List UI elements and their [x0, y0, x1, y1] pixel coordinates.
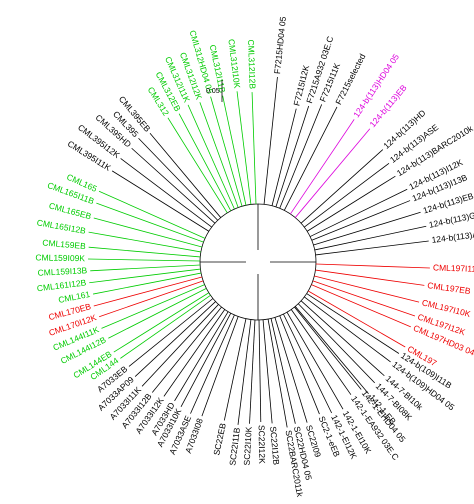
branch-19: [311, 284, 411, 328]
branch-57: [88, 258, 201, 262]
branch-75: [251, 92, 257, 205]
branch-39: [201, 316, 239, 417]
branch-31: [274, 317, 308, 423]
branch-70: [187, 104, 235, 210]
branch-55: [89, 268, 201, 284]
branch-26: [294, 306, 362, 390]
branch-35: [258, 319, 262, 422]
branch-46: [134, 301, 216, 377]
leaf-label: CML197I11K: [433, 262, 474, 274]
branch-74: [236, 91, 252, 205]
branch-22: [304, 296, 391, 363]
branch-21: [306, 293, 400, 354]
branch-20: [308, 290, 406, 348]
branch-40: [190, 314, 235, 414]
branch-13: [314, 225, 427, 251]
branch-71: [199, 102, 239, 208]
leaf-label: CML312I10K: [226, 38, 242, 89]
branch-65: [131, 147, 216, 224]
branch-60: [93, 217, 203, 248]
branch-53: [93, 276, 203, 307]
branch-29: [283, 313, 333, 414]
branch-4: [283, 106, 338, 211]
leaf-label: SC22I11B: [227, 427, 242, 466]
branch-33: [267, 319, 288, 428]
scale-bar-label: 0.05: [206, 88, 220, 95]
branch-6: [294, 128, 371, 218]
branch-62: [98, 190, 206, 239]
branch-44: [151, 306, 222, 393]
branch-37: [237, 319, 252, 425]
leaf-label: CML159I09K: [35, 252, 85, 263]
branch-7: [300, 149, 384, 224]
branch-1: [271, 108, 297, 206]
branch-2: [275, 105, 310, 207]
branch-41: [180, 313, 232, 407]
branch-68: [167, 117, 228, 214]
branch-58: [88, 246, 201, 258]
branch-30: [279, 315, 320, 415]
branch-28: [286, 312, 344, 410]
branch-10: [309, 188, 408, 237]
branch-11: [311, 200, 411, 241]
leaf-label: CML159I13B: [37, 265, 87, 278]
branch-54: [93, 272, 202, 295]
leaf-label: CML197EB: [427, 280, 472, 296]
branch-52: [99, 280, 204, 318]
leaf-label: SC22I12K: [257, 425, 268, 464]
branch-67: [149, 133, 222, 218]
branch-45: [141, 304, 219, 387]
branch-36: [249, 319, 256, 424]
branch-59: [88, 231, 201, 253]
branch-72: [210, 96, 243, 207]
branch-25: [294, 306, 369, 395]
branch-61: [96, 202, 204, 243]
branch-5: [290, 119, 355, 215]
branch-69: [178, 113, 232, 211]
branch-47: [128, 298, 214, 367]
branch-18: [312, 280, 416, 317]
branch-63: [111, 170, 210, 232]
branch-56: [90, 264, 201, 272]
leaf-label: SC22EB: [211, 422, 228, 456]
leaf-label: SC22I10K: [242, 426, 254, 466]
tree-branches: [88, 76, 430, 428]
branch-15: [315, 263, 430, 269]
branch-0: [263, 76, 278, 205]
branch-27: [290, 309, 352, 395]
branch-49: [113, 292, 210, 353]
branch-24: [298, 303, 375, 384]
leaf-label: CML165I12B: [36, 217, 87, 236]
branch-64: [120, 158, 212, 228]
branch-16: [315, 269, 425, 286]
branch-38: [223, 318, 247, 421]
leaf-label: SC22I12B: [268, 426, 281, 466]
branch-51: [101, 284, 205, 329]
branch-50: [108, 287, 207, 339]
scale-bar: 0.05: [206, 80, 223, 102]
branch-42: [174, 311, 229, 402]
branch-17: [314, 275, 420, 303]
branch-3: [279, 104, 323, 209]
branch-34: [262, 319, 273, 424]
branch-14: [315, 240, 429, 256]
branch-12: [313, 211, 421, 246]
branch-23: [300, 300, 385, 377]
branch-8: [304, 162, 390, 228]
branch-32: [270, 318, 296, 424]
branch-43: [163, 309, 226, 397]
leaf-label: F7215HD04 05: [272, 16, 288, 75]
leaf-label: CML312I12B: [246, 39, 258, 89]
branch-73: [222, 95, 247, 206]
branch-48: [120, 294, 211, 359]
branch-9: [306, 175, 396, 232]
leaf-label: 124-b(113)AP09: [431, 227, 474, 244]
leaf-label: CML159EB: [42, 237, 87, 251]
branch-66: [138, 137, 218, 221]
